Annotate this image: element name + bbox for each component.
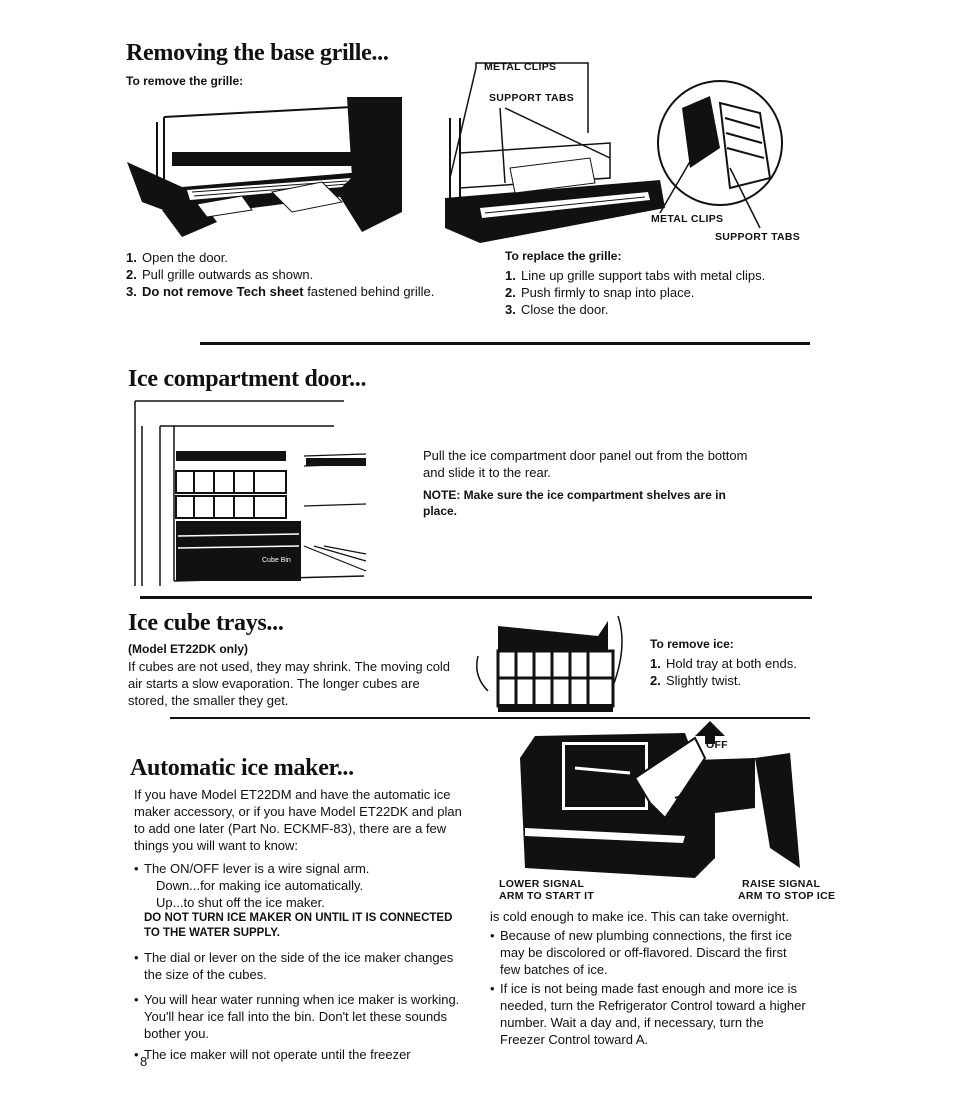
ice-maker-left-column: If you have Model ET22DM and have the au… — [134, 786, 462, 1063]
metal-clips-label-top: METAL CLIPS — [484, 61, 557, 73]
off-label: OFF — [706, 739, 728, 751]
down-instruction: Down...for making ice automatically. — [156, 878, 364, 893]
ice-compartment-illustration — [134, 400, 367, 586]
list-item: 1.Line up grille support tabs with metal… — [505, 268, 766, 283]
list-item: The ice maker will not operate until the… — [134, 1046, 462, 1063]
section-title-ice-compartment: Ice compartment door... — [128, 366, 367, 392]
remove-ice-title: To remove ice: — [650, 637, 734, 651]
replace-grille-steps: 1.Line up grille support tabs with metal… — [505, 267, 825, 318]
support-tabs-label-top: SUPPORT TABS — [489, 92, 575, 104]
list-item: The ON/OFF lever is a wire signal arm. — [134, 860, 462, 877]
arm-to-start-label: ARM TO START IT — [499, 890, 595, 902]
ice-maker-right-column: is cold enough to make ice. This can tak… — [490, 908, 810, 1048]
section-divider — [140, 596, 812, 599]
replace-grille-illustration — [445, 62, 783, 243]
section-title-ice-maker: Automatic ice maker... — [130, 755, 354, 781]
list-item: 2.Push firmly to snap into place. — [505, 285, 695, 300]
ice-cube-trays-model: (Model ET22DK only) — [128, 642, 249, 656]
cube-bin-label: Cube Bin — [262, 557, 291, 564]
ice-tray-illustration — [476, 615, 623, 712]
list-item: If ice is not being made fast enough and… — [490, 980, 810, 1048]
page-number: 8 — [140, 1054, 148, 1069]
section-title-base-grille: Removing the base grille... — [126, 40, 389, 66]
remove-grille-subtitle: To remove the grille: — [126, 74, 244, 88]
remove-grille-steps: 1.Open the door. 2.Pull grille outwards … — [126, 249, 456, 300]
section-title-ice-cube-trays: Ice cube trays... — [128, 610, 284, 636]
ice-maker-intro: If you have Model ET22DM and have the au… — [134, 787, 462, 853]
section-divider — [200, 342, 810, 345]
replace-grille-title: To replace the grille: — [505, 249, 622, 263]
continuation-text: is cold enough to make ice. This can tak… — [490, 909, 789, 924]
list-item: The dial or lever on the side of the ice… — [134, 949, 462, 983]
support-tabs-label-bottom: SUPPORT TABS — [715, 231, 801, 243]
list-item: 2.Slightly twist. — [650, 673, 742, 688]
lower-signal-label: LOWER SIGNAL — [499, 878, 585, 890]
list-item: 1.Open the door. — [126, 250, 229, 265]
section-divider — [170, 717, 810, 719]
up-instruction: Up...to shut off the ice maker. — [156, 895, 325, 910]
ice-maker-illustration — [520, 721, 800, 878]
arm-to-stop-label: ARM TO STOP ICE — [738, 890, 836, 902]
ice-cube-trays-body: If cubes are not used, they may shrink. … — [128, 659, 451, 708]
metal-clips-label-bottom: METAL CLIPS — [651, 213, 724, 225]
list-item: 2.Pull grille outwards as shown. — [126, 267, 314, 282]
water-supply-warning: DO NOT TURN ICE MAKER ON UNTIL IT IS CON… — [144, 912, 453, 939]
list-item: Because of new plumbing connections, the… — [490, 927, 810, 978]
remove-ice-steps: 1.Hold tray at both ends. 2.Slightly twi… — [650, 655, 820, 689]
list-item: 3.Close the door. — [505, 302, 609, 317]
on-label: ON — [708, 768, 725, 780]
raise-signal-label: RAISE SIGNAL — [742, 878, 821, 890]
list-item: 3.Do not remove Tech sheet fastened behi… — [126, 284, 435, 299]
ice-compartment-instructions: Pull the ice compartment door panel out … — [423, 448, 748, 480]
list-item: 1.Hold tray at both ends. — [650, 656, 797, 671]
list-item: You will hear water running when ice mak… — [134, 991, 462, 1042]
remove-grille-illustration — [127, 97, 402, 237]
ice-compartment-note: NOTE: Make sure the ice compartment shel… — [423, 488, 726, 518]
